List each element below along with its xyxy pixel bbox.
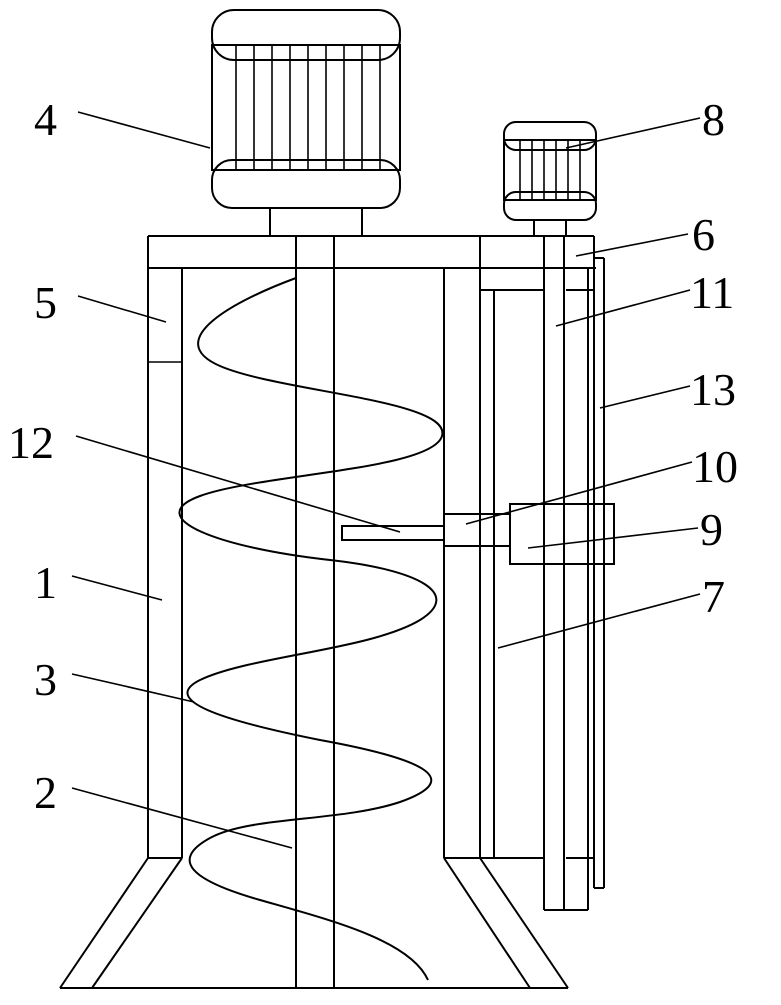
screw-rod	[543, 236, 588, 911]
side-rail	[566, 257, 605, 910]
hopper-base	[59, 857, 569, 989]
label-8: 8	[702, 94, 725, 145]
label-5: 5	[34, 277, 57, 328]
top-frame	[147, 235, 596, 858]
scraper-arm	[341, 513, 511, 547]
label-1: 1	[34, 557, 57, 608]
label-3: 3	[34, 654, 57, 705]
main-tank	[148, 236, 481, 859]
leader-lines	[71, 111, 701, 849]
small-motor	[503, 121, 597, 237]
label-4: 4	[34, 94, 57, 145]
label-13: 13	[690, 364, 736, 415]
part-labels: 4 8 6 5 11 13 12 10 9 1 7 3 2	[8, 94, 738, 818]
spiral-blade	[178, 277, 444, 981]
label-12: 12	[8, 417, 54, 468]
label-6: 6	[692, 209, 715, 260]
guide-rail	[480, 289, 544, 859]
label-11: 11	[690, 267, 734, 318]
main-motor	[211, 9, 401, 237]
label-2: 2	[34, 767, 57, 818]
label-7: 7	[702, 571, 725, 622]
central-shaft	[295, 236, 335, 988]
label-9: 9	[700, 504, 723, 555]
label-10: 10	[692, 441, 738, 492]
slider-block	[509, 503, 615, 565]
